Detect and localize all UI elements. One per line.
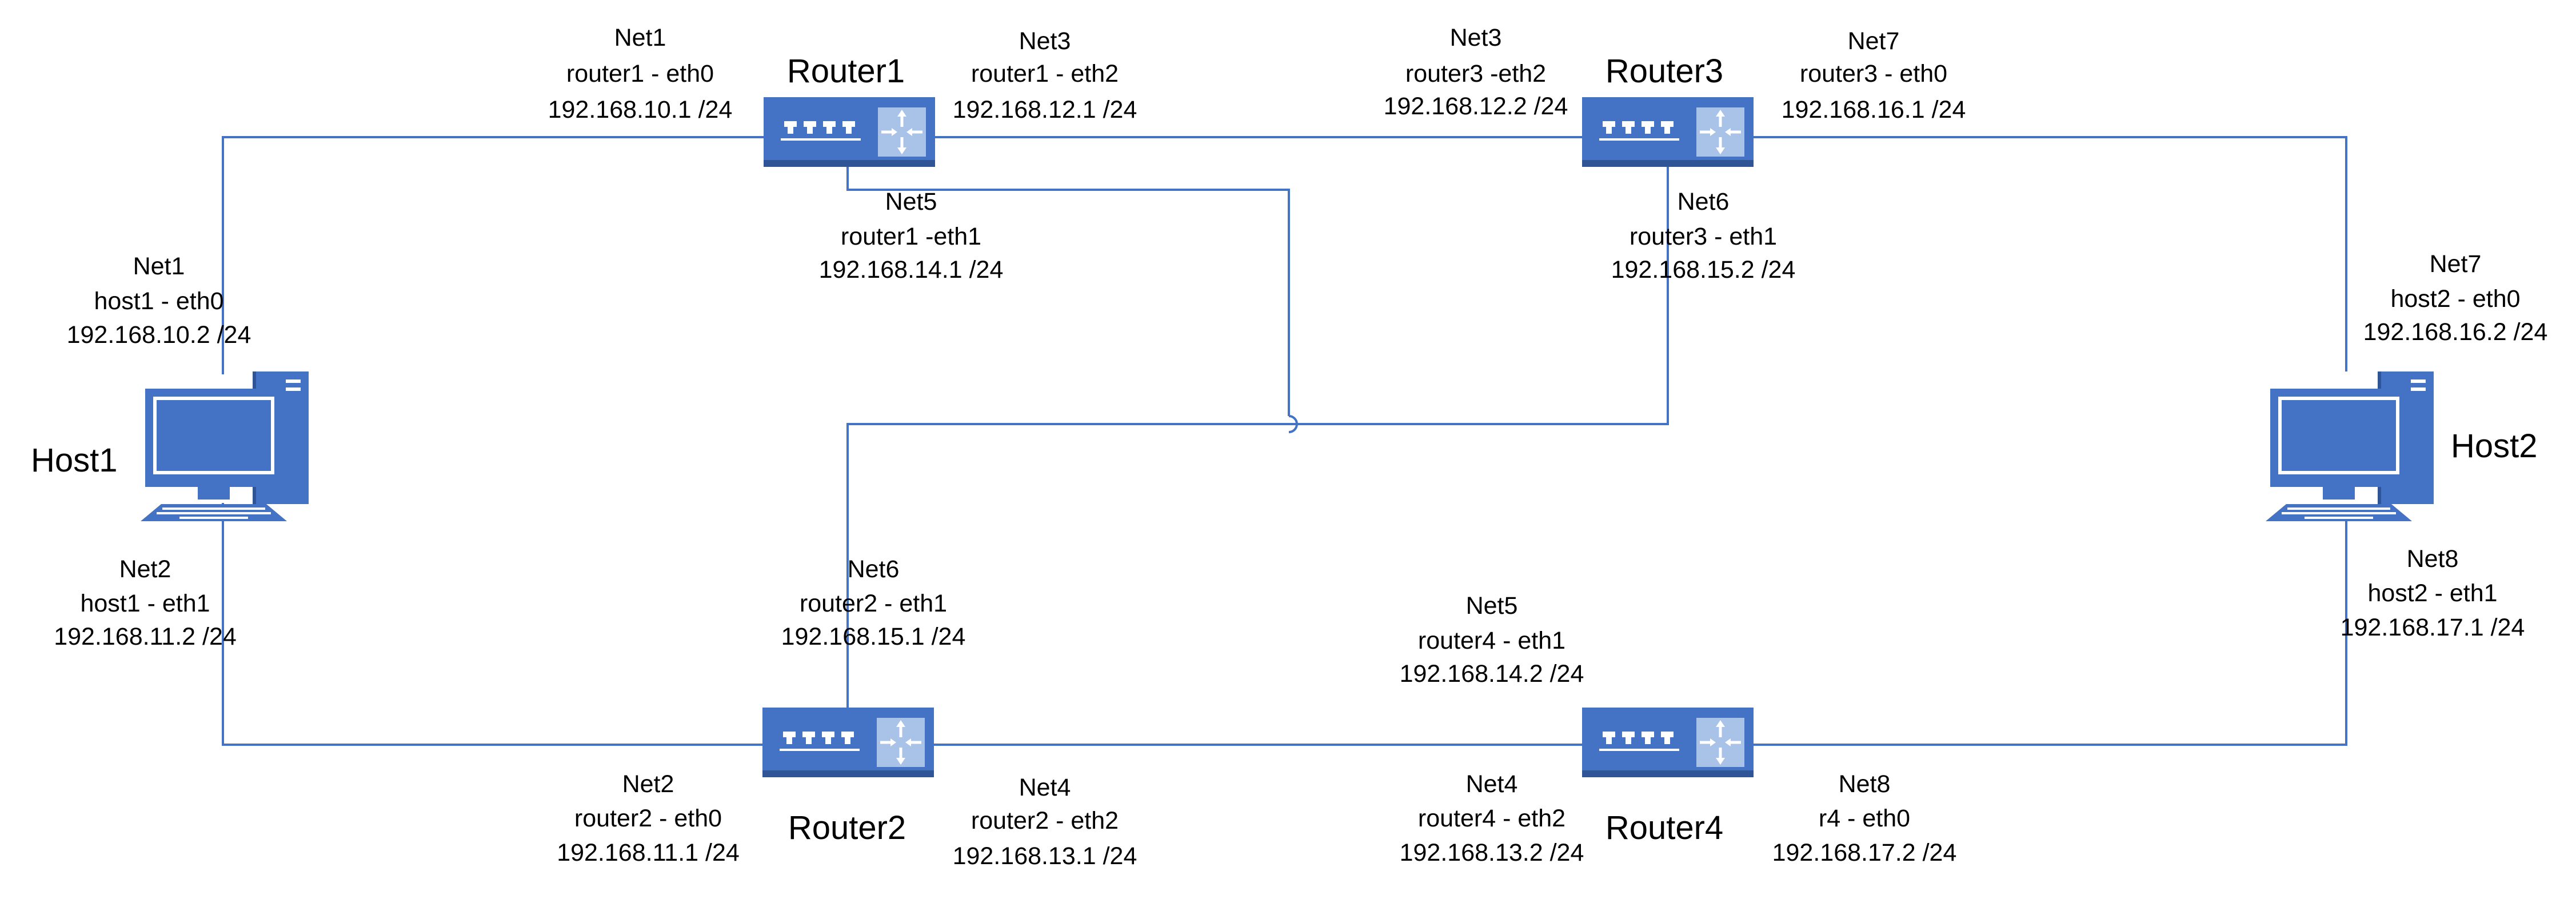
ip-address: 192.168.17.2 /24	[1772, 839, 1957, 866]
router-icon	[762, 708, 934, 777]
router-icon	[764, 97, 935, 167]
label-r4-eth1: Net5 router4 - eth1 192.168.14.2 /24	[1400, 592, 1584, 688]
label-r3-eth0: Net7 router3 - eth0 192.168.16.1 /24	[1782, 27, 1966, 123]
ip-address: 192.168.14.1 /24	[819, 256, 1004, 283]
link-net1	[222, 136, 772, 374]
ip-address: 192.168.12.2 /24	[1384, 93, 1568, 120]
link-net6	[846, 166, 1669, 714]
interface-name: router3 - eth0	[1800, 60, 1947, 87]
ip-address: 192.168.15.2 /24	[1611, 256, 1796, 283]
net-name: Net4	[1019, 774, 1071, 801]
interface-name: r4 - eth0	[1819, 805, 1910, 832]
link-net8	[1749, 517, 2347, 746]
net-name: Net6	[848, 556, 900, 583]
device-name: Router1	[787, 53, 905, 90]
label-h2-eth0: Net7 host2 - eth0 192.168.16.2 /24	[2363, 250, 2548, 346]
router-icon	[1582, 97, 1754, 167]
interface-name: host1 - eth1	[80, 590, 210, 617]
interface-name: router2 - eth1	[800, 590, 947, 617]
ip-address: 192.168.16.2 /24	[2363, 318, 2548, 346]
interface-name: router2 - eth0	[574, 805, 722, 832]
label-r3-eth2: Net3 router3 -eth2 192.168.12.2 /24	[1384, 24, 1568, 120]
net-name: Net5	[885, 188, 937, 215]
device-name: Host2	[2451, 427, 2538, 465]
interface-name: host2 - eth0	[2390, 285, 2520, 313]
link-net5	[846, 166, 1290, 416]
label-h2-eth1: Net8 host2 - eth1 192.168.17.1 /24	[2341, 545, 2525, 641]
net-name: Net1	[614, 24, 666, 51]
link-net7	[1749, 136, 2347, 371]
host2[interactable]: Host2	[2266, 371, 2538, 521]
interface-name: router4 - eth2	[1418, 805, 1565, 832]
net-name: Net2	[119, 556, 171, 583]
label-r2-eth0: Net2 router2 - eth0 192.168.11.1 /24	[557, 770, 740, 866]
router1[interactable]: Router1	[764, 53, 935, 167]
network-links	[222, 136, 2347, 746]
ip-address: 192.168.14.2 /24	[1400, 660, 1584, 688]
net-name: Net6	[1678, 188, 1730, 215]
net-name: Net8	[1839, 770, 1891, 798]
interface-name: router2 - eth2	[971, 807, 1119, 834]
interface-name: router1 -eth1	[841, 223, 981, 250]
net-name: Net1	[133, 253, 185, 280]
ip-address: 192.168.13.1 /24	[953, 842, 1137, 870]
device-name: Router3	[1605, 53, 1723, 90]
net-name: Net4	[1466, 770, 1518, 798]
ip-address: 192.168.15.1 /24	[781, 623, 966, 650]
net-name: Net3	[1019, 27, 1071, 55]
net-name: Net8	[2407, 545, 2459, 573]
ip-address: 192.168.13.2 /24	[1400, 839, 1584, 866]
host1[interactable]: Host1	[31, 371, 309, 521]
interface-labels: Net1 router1 - eth0 192.168.10.1 /24 Net…	[54, 24, 2547, 870]
interface-name: router1 - eth2	[971, 60, 1119, 87]
ip-address: 192.168.16.1 /24	[1782, 96, 1966, 123]
label-h1-eth0: Net1 host1 - eth0 192.168.10.2 /24	[67, 253, 251, 349]
label-r1-eth2: Net3 router1 - eth2 192.168.12.1 /24	[953, 27, 1137, 123]
label-r1-eth1: Net5 router1 -eth1 192.168.14.1 /24	[819, 188, 1004, 283]
interface-name: router1 - eth0	[566, 60, 714, 87]
interface-name: host2 - eth1	[2367, 580, 2497, 607]
interface-name: router4 - eth1	[1418, 627, 1565, 654]
device-name: Host1	[31, 442, 118, 479]
net-name: Net7	[2430, 250, 2482, 278]
label-r4-eth2: Net4 router4 - eth2 192.168.13.2 /24	[1400, 770, 1584, 866]
label-r3-eth1: Net6 router3 - eth1 192.168.15.2 /24	[1611, 188, 1796, 283]
interface-name: host1 - eth0	[94, 287, 223, 315]
label-h1-eth1: Net2 host1 - eth1 192.168.11.2 /24	[54, 556, 237, 650]
ip-address: 192.168.11.1 /24	[557, 839, 740, 866]
label-r1-eth0: Net1 router1 - eth0 192.168.10.1 /24	[548, 24, 733, 123]
label-r2-eth1: Net6 router2 - eth1 192.168.15.1 /24	[781, 556, 966, 650]
link-net2	[222, 503, 766, 746]
ip-address: 192.168.10.2 /24	[67, 321, 251, 349]
net-name: Net3	[1450, 24, 1502, 51]
desktop-computer-icon	[2266, 371, 2434, 521]
device-name: Router4	[1605, 809, 1723, 846]
ip-address: 192.168.12.1 /24	[953, 96, 1137, 123]
interface-name: router3 -eth2	[1405, 60, 1546, 87]
net-name: Net5	[1466, 592, 1518, 620]
router4[interactable]: Router4	[1582, 708, 1754, 846]
router3[interactable]: Router3	[1582, 53, 1754, 167]
interface-name: router3 - eth1	[1630, 223, 1777, 250]
ip-address: 192.168.17.1 /24	[2341, 614, 2525, 641]
ip-address: 192.168.10.1 /24	[548, 96, 733, 123]
label-r2-eth2: Net4 router2 - eth2 192.168.13.1 /24	[953, 774, 1137, 870]
ip-address: 192.168.11.2 /24	[54, 623, 237, 650]
router-icon	[1582, 708, 1754, 777]
label-r4-eth0: Net8 r4 - eth0 192.168.17.2 /24	[1772, 770, 1957, 866]
desktop-computer-icon	[141, 371, 309, 521]
net-name: Net7	[1848, 27, 1900, 55]
net-name: Net2	[622, 770, 674, 798]
router2[interactable]: Router2	[762, 708, 934, 846]
device-name: Router2	[788, 809, 906, 846]
